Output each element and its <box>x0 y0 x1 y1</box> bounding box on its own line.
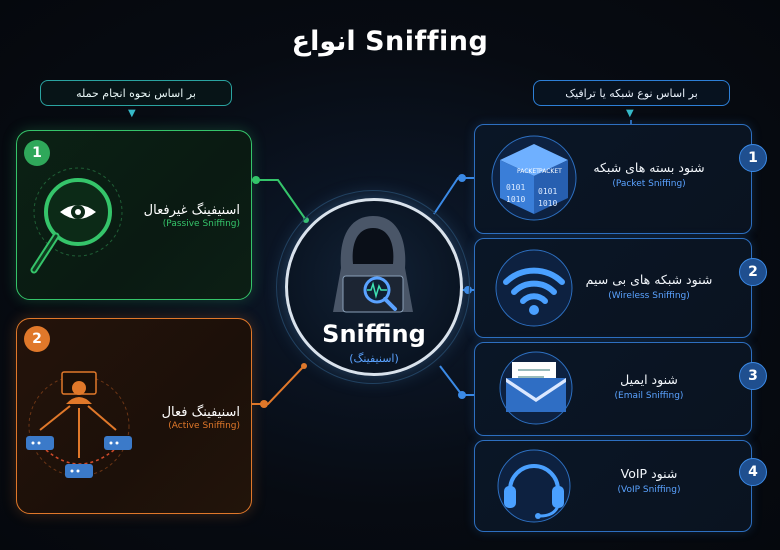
connector-dot <box>252 176 260 184</box>
packet-bits: 0101 <box>506 183 525 192</box>
wireless-sniffing-sublabel: (Wireless Sniffing) <box>608 291 690 301</box>
email-sniffing-text: شنود ایمیل (Email Sniffing) <box>574 372 724 401</box>
connector-packet <box>433 177 474 215</box>
voip-sniffing-label: شنود VoIP <box>620 466 678 481</box>
connector-dot <box>458 391 466 399</box>
connector-passive <box>250 179 307 221</box>
right-section-header: بر اساس نوع شبکه یا ترافیک <box>533 80 730 106</box>
packet-bits: 0101 <box>538 187 557 196</box>
passive-sniffing-sublabel: (Passive Sniffing) <box>162 219 240 229</box>
packet-label: PACKET <box>539 168 562 175</box>
left-section-header: بر اساس نحوه انجام حمله <box>40 80 232 106</box>
connector-email <box>439 365 474 396</box>
wireless-sniffing-text: شنود شبکه های بی سیم (Wireless Sniffing) <box>574 272 724 301</box>
packet-bits: 1010 <box>538 199 557 208</box>
hacker-hood-icon <box>333 216 413 313</box>
voip-sniffing-text: شنود VoIP (VoIP Sniffing) <box>574 466 724 495</box>
packet-bits: 1010 <box>506 195 525 204</box>
email-sniffing-label: شنود ایمیل <box>620 372 678 387</box>
connector-dot <box>260 400 268 408</box>
wireless-sniffing-label: شنود شبکه های بی سیم <box>585 272 713 287</box>
packet-sniffing-sublabel: (Packet Sniffing) <box>612 179 686 189</box>
connector-active <box>250 365 305 405</box>
number-badge: 2 <box>24 326 50 352</box>
passive-sniffing-label: اسنیفینگ غیرفعال <box>143 203 240 218</box>
magnifier-eye-icon <box>30 167 123 274</box>
voip-sniffing-sublabel: (VoIP Sniffing) <box>617 485 681 495</box>
connector-dot <box>301 363 307 369</box>
number-badge: 3 <box>739 362 767 390</box>
packet-sniffing-label: شنود بسته های شبکه <box>593 160 705 175</box>
email-envelope-icon <box>499 351 573 425</box>
wifi-icon <box>495 249 573 327</box>
center-title: Sniffing <box>322 320 426 348</box>
center-ring <box>276 190 470 384</box>
chevron-down-icon: ▼ <box>626 108 634 119</box>
number-badge: 2 <box>739 258 767 286</box>
active-sniffing-sublabel: (Active Sniffing) <box>168 421 240 431</box>
center-subtitle: (اسنیفینگ) <box>349 352 399 365</box>
page-title: انواع Sniffing <box>291 26 489 57</box>
number-badge: 1 <box>24 140 50 166</box>
packet-label: PACKET <box>517 168 540 175</box>
active-sniffing-card <box>16 318 252 514</box>
packet-box-icon: PACKET PACKET 0101 1010 0101 1010 <box>491 135 577 221</box>
email-sniffing-sublabel: (Email Sniffing) <box>614 391 684 401</box>
hacker-network-icon <box>26 371 132 478</box>
packet-sniffing-text: شنود بسته های شبکه (Packet Sniffing) <box>574 160 724 189</box>
number-badge: 1 <box>739 144 767 172</box>
headset-icon <box>497 449 571 523</box>
chevron-down-icon: ▼ <box>128 108 136 119</box>
connector-dot <box>458 174 466 182</box>
active-sniffing-label: اسنیفینگ فعال <box>161 405 240 420</box>
number-badge: 4 <box>739 458 767 486</box>
